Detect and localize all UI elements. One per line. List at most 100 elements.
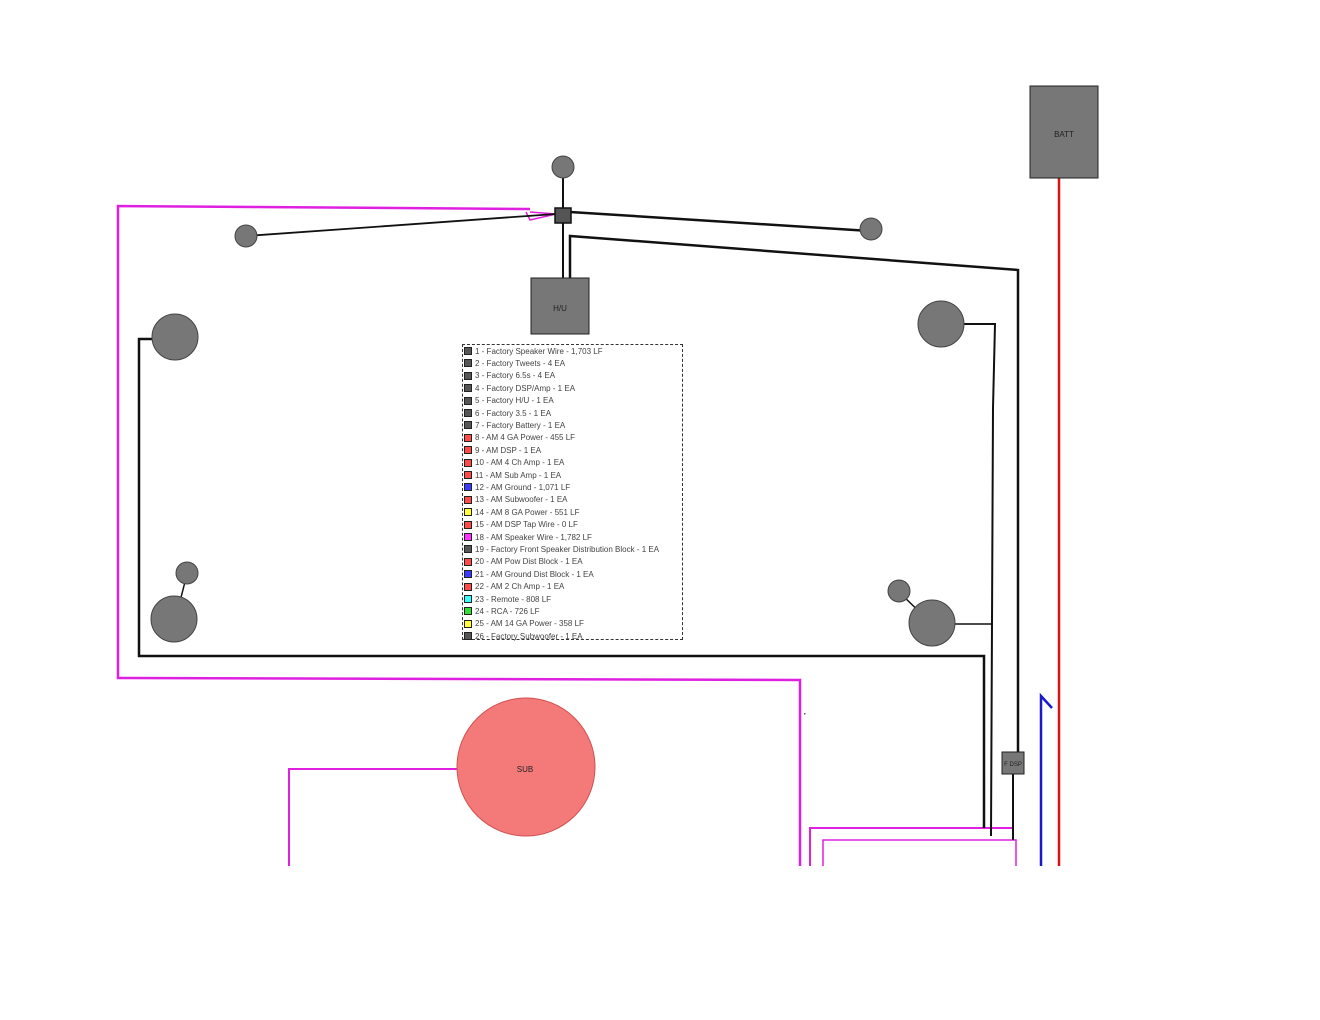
legend-swatch — [464, 570, 472, 579]
left-rear-tweeter — [175, 561, 199, 585]
legend-swatch — [464, 421, 472, 430]
legend-item: 1 - Factory Speaker Wire - 1,703 LF — [463, 345, 603, 357]
right-tweeter — [859, 217, 883, 241]
am-speaker-wire-left-loop — [116, 204, 802, 866]
legend-text: 1 - Factory Speaker Wire - 1,703 LF — [475, 346, 603, 356]
legend-item: 12 - AM Ground - 1,071 LF — [463, 481, 570, 493]
subwoofer-label: SUB — [517, 765, 533, 774]
am-speaker-wire-bottom-right-2 — [822, 839, 1017, 866]
factory-dsp-label: F DSP — [1004, 762, 1022, 768]
factory-wire-left-tweeter — [245, 213, 557, 237]
legend-item: 15 - AM DSP Tap Wire - 0 LF — [463, 519, 578, 531]
legend-swatch — [464, 396, 472, 405]
legend-item: 2 - Factory Tweets - 4 EA — [463, 357, 565, 369]
legend-item: 23 - Remote - 808 LF — [463, 593, 551, 605]
legend-text: 13 - AM Subwoofer - 1 EA — [475, 495, 568, 505]
legend-text: 18 - AM Speaker Wire - 1,782 LF — [475, 532, 592, 542]
battery-label: BATT — [1054, 130, 1074, 139]
head-unit — [530, 277, 590, 335]
legend-swatch — [464, 533, 472, 541]
legend-item: 19 - Factory Front Speaker Distribution … — [463, 543, 659, 555]
legend-text: 15 - AM DSP Tap Wire - 0 LF — [475, 520, 578, 530]
legend-item: 7 - Factory Battery - 1 EA — [463, 419, 565, 431]
legend-text: 21 - AM Ground Dist Block - 1 EA — [475, 569, 594, 579]
legend-item: 3 - Factory 6.5s - 4 EA — [463, 370, 555, 382]
legend-swatch — [464, 347, 472, 355]
legend-text: 3 - Factory 6.5s - 4 EA — [475, 371, 556, 381]
legend-swatch — [464, 359, 472, 368]
legend-text: 4 - Factory DSP/Amp - 1 EA — [475, 383, 576, 393]
legend-swatch — [464, 619, 472, 628]
front-speaker-distribution-block — [554, 207, 572, 224]
legend-swatch — [464, 595, 472, 603]
legend-text: 12 - AM Ground - 1,071 LF — [475, 482, 571, 492]
factory-wire-left-door — [137, 337, 986, 828]
legend-swatch — [464, 446, 472, 455]
legend-text: 20 - AM Pow Dist Block - 1 EA — [475, 557, 583, 567]
legend-item: 25 - AM 14 GA Power - 358 LF — [463, 618, 584, 630]
right-rear-speaker — [908, 599, 956, 647]
am-speaker-wire-bottom-right-1 — [809, 827, 1012, 866]
legend-item: 14 - AM 8 GA Power - 551 LF — [463, 506, 580, 518]
factory-dsp — [1001, 751, 1025, 775]
center-speaker — [551, 155, 575, 179]
legend-text: 19 - Factory Front Speaker Distribution … — [475, 544, 660, 554]
legend-text: 22 - AM 2 Ch Amp - 1 EA — [475, 582, 565, 592]
legend-item: 9 - AM DSP - 1 EA — [463, 444, 541, 456]
legend-text: 14 - AM 8 GA Power - 551 LF — [475, 507, 580, 517]
legend-swatch — [464, 471, 472, 479]
legend-text: 2 - Factory Tweets - 4 EA — [475, 358, 566, 368]
left-tweeter — [234, 224, 258, 248]
subwoofer — [456, 697, 596, 837]
factory-wire-right-tweeter — [569, 210, 871, 233]
legend-text: 6 - Factory 3.5 - 1 EA — [475, 408, 552, 418]
legend-swatch — [464, 384, 472, 393]
legend-item: 21 - AM Ground Dist Block - 1 EA — [463, 568, 594, 580]
factory-wire-hu-2 — [568, 234, 1020, 754]
legend-item: 24 - RCA - 726 LF — [463, 605, 539, 617]
legend-item: 26 - Factory Subwoofer - 1 EA — [463, 630, 583, 642]
stray-mark — [804, 713, 806, 715]
legend-swatch — [464, 607, 472, 616]
factory-wire-right-door — [941, 323, 997, 837]
legend-item: 5 - Factory H/U - 1 EA — [463, 395, 554, 407]
legend-swatch — [464, 508, 472, 517]
legend-item: 18 - AM Speaker Wire - 1,782 LF — [463, 531, 592, 543]
legend-swatch — [464, 582, 472, 591]
legend-text: 5 - Factory H/U - 1 EA — [475, 396, 554, 406]
legend-item: 10 - AM 4 Ch Amp - 1 EA — [463, 457, 564, 469]
legend-item: 22 - AM 2 Ch Amp - 1 EA — [463, 581, 564, 593]
legend-text: 9 - AM DSP - 1 EA — [475, 445, 542, 455]
legend-swatch — [464, 458, 472, 467]
legend-item: 20 - AM Pow Dist Block - 1 EA — [463, 556, 583, 568]
am-speaker-wire-sub — [288, 768, 458, 866]
legend-swatch — [464, 433, 472, 442]
legend-text: 10 - AM 4 Ch Amp - 1 EA — [475, 458, 565, 468]
legend-swatch — [464, 483, 472, 492]
left-front-speaker — [151, 313, 199, 361]
legend-swatch — [464, 520, 472, 529]
legend-item: 6 - Factory 3.5 - 1 EA — [463, 407, 551, 419]
legend-item: 4 - Factory DSP/Amp - 1 EA — [463, 382, 575, 394]
legend-text: 8 - AM 4 GA Power - 455 LF — [475, 433, 576, 443]
right-rear-tweeter — [887, 579, 911, 603]
legend-item: 8 - AM 4 GA Power - 455 LF — [463, 432, 575, 444]
legend: 1 - Factory Speaker Wire - 1,703 LF 2 - F… — [462, 344, 683, 642]
legend-swatch — [464, 495, 472, 504]
legend-swatch — [464, 371, 472, 380]
legend-item: 13 - AM Subwoofer - 1 EA — [463, 494, 568, 506]
am-ground-wire — [1039, 692, 1053, 866]
legend-text: 11 - AM Sub Amp - 1 EA — [475, 470, 562, 480]
head-unit-label: H/U — [553, 304, 567, 313]
legend-text: 26 - Factory Subwoofer - 1 EA — [475, 631, 583, 641]
legend-swatch — [464, 557, 472, 566]
legend-text: 24 - RCA - 726 LF — [475, 606, 540, 616]
left-rear-speaker — [150, 595, 198, 643]
legend-text: 7 - Factory Battery - 1 EA — [475, 420, 566, 430]
legend-swatch — [464, 409, 472, 417]
battery — [1029, 85, 1099, 179]
legend-text: 23 - Remote - 808 LF — [475, 594, 552, 604]
right-front-speaker — [917, 300, 965, 348]
legend-item: 11 - AM Sub Amp - 1 EA — [463, 469, 561, 481]
